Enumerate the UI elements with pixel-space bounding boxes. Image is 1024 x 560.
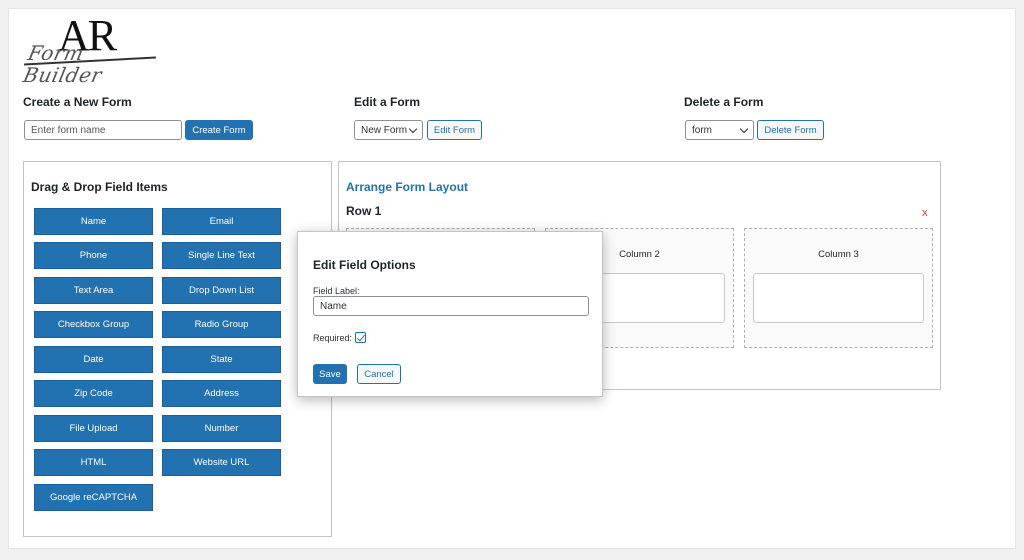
logo-subtitle: Form Builder	[21, 41, 105, 87]
remove-row-button[interactable]: x	[922, 207, 928, 219]
field-item-email[interactable]: Email	[162, 208, 281, 235]
form-layout-title: Arrange Form Layout	[346, 180, 469, 194]
delete-form-button[interactable]: Delete Form	[757, 120, 824, 140]
field-item-phone[interactable]: Phone	[34, 242, 153, 269]
logo-initials: AR	[58, 11, 117, 60]
delete-form-title: Delete a Form	[684, 95, 764, 109]
field-item-checkbox-group[interactable]: Checkbox Group	[34, 311, 153, 338]
chevron-down-icon	[408, 124, 418, 134]
logo: AR Form Builder	[21, 11, 162, 87]
row-label: Row 1	[346, 204, 382, 218]
create-form-button[interactable]: Create Form	[185, 120, 253, 140]
cancel-button[interactable]: Cancel	[357, 364, 401, 384]
delete-form-select-value: form	[692, 124, 712, 136]
field-item-website-url[interactable]: Website URL	[162, 449, 281, 476]
edit-form-select-value: New Form	[361, 124, 408, 136]
field-label-label: Field Label:	[313, 286, 360, 296]
edit-field-options-modal: Edit Field Options Field Label: Required…	[297, 231, 603, 397]
field-item-number[interactable]: Number	[162, 415, 281, 442]
field-item-date[interactable]: Date	[34, 346, 153, 373]
column-3-label: Column 3	[818, 249, 859, 260]
required-checkbox[interactable]	[355, 332, 366, 343]
form-name-input[interactable]	[24, 120, 182, 140]
field-items-title: Drag & Drop Field Items	[31, 180, 168, 194]
field-item-address[interactable]: Address	[162, 380, 281, 407]
field-item-google-recaptcha[interactable]: Google reCAPTCHA	[34, 484, 153, 511]
edit-form-title: Edit a Form	[354, 95, 421, 109]
field-item-drop-down-list[interactable]: Drop Down List	[162, 277, 281, 304]
column-2-label: Column 2	[619, 249, 660, 260]
field-label-input[interactable]	[313, 296, 589, 316]
field-item-single-line-text[interactable]: Single Line Text	[162, 242, 281, 269]
field-item-state[interactable]: State	[162, 346, 281, 373]
field-item-html[interactable]: HTML	[34, 449, 153, 476]
field-item-zip-code[interactable]: Zip Code	[34, 380, 153, 407]
field-item-text-area[interactable]: Text Area	[34, 277, 153, 304]
delete-form-select[interactable]: form	[685, 120, 754, 140]
column-3-drop-area[interactable]	[753, 273, 924, 323]
edit-form-select[interactable]: New Form	[354, 120, 423, 140]
required-label: Required:	[313, 333, 353, 343]
field-item-radio-group[interactable]: Radio Group	[162, 311, 281, 338]
field-item-file-upload[interactable]: File Upload	[34, 415, 153, 442]
save-button[interactable]: Save	[313, 364, 347, 384]
modal-title: Edit Field Options	[313, 258, 416, 272]
column-3-dropzone[interactable]: Column 3	[744, 228, 933, 348]
create-form-title: Create a New Form	[23, 95, 132, 109]
edit-form-button[interactable]: Edit Form	[427, 120, 482, 140]
chevron-down-icon	[739, 124, 749, 134]
field-item-name[interactable]: Name	[34, 208, 153, 235]
